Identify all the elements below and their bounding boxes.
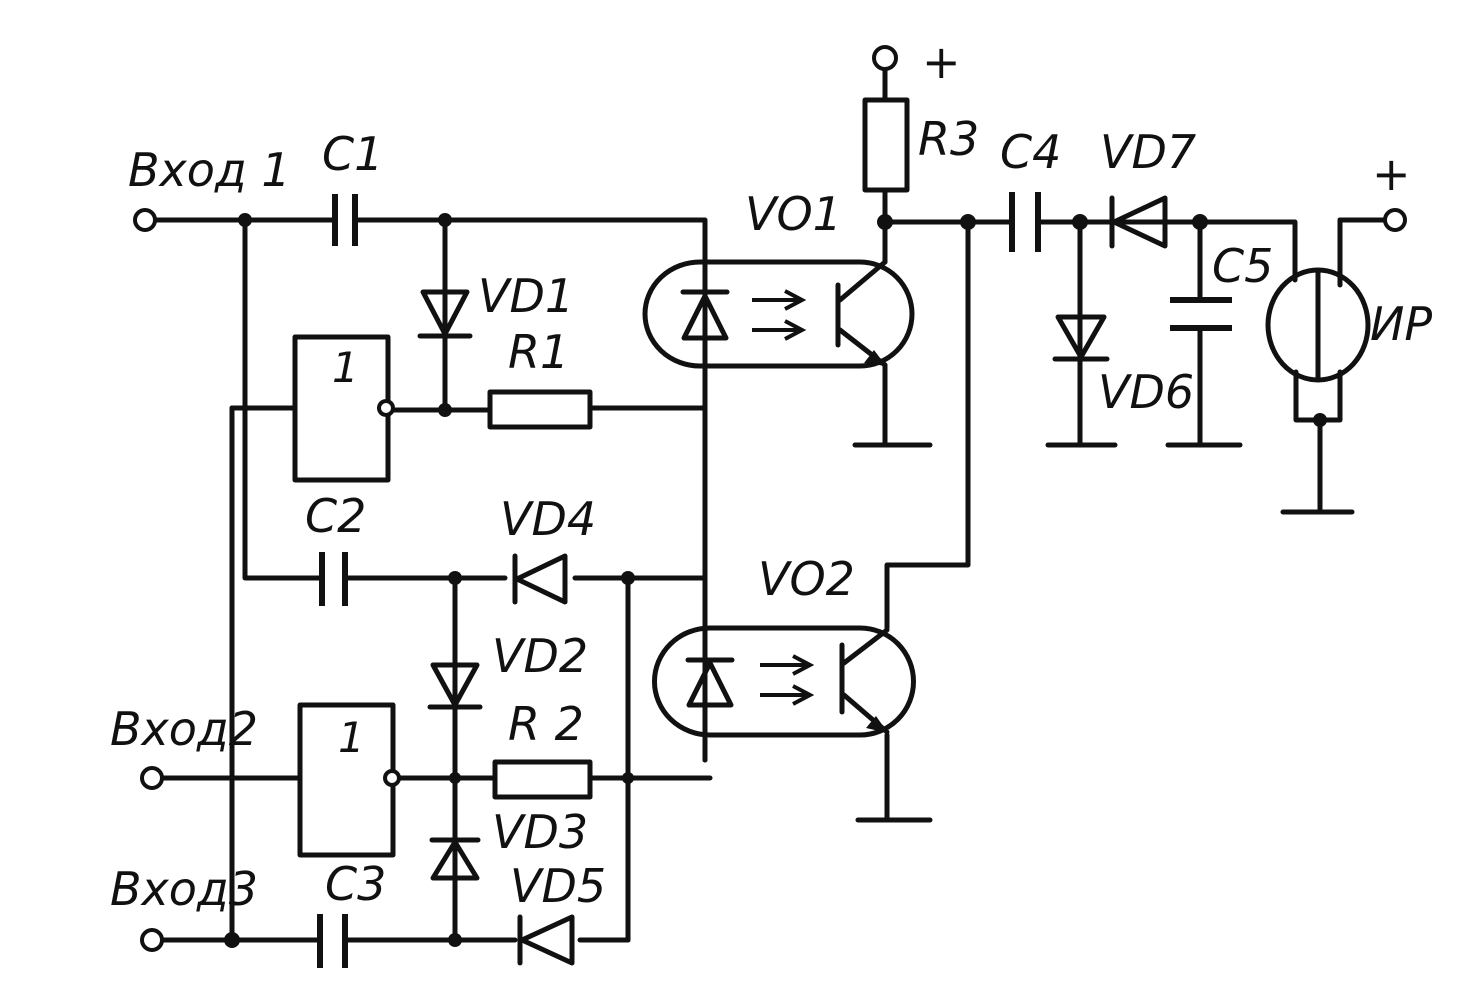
label-vd2: VD2: [492, 629, 588, 683]
label-gate2: 1: [338, 713, 365, 762]
label-r2: R 2: [508, 697, 584, 751]
resistor-r1: [487, 389, 593, 430]
label-c3: C3: [325, 857, 386, 911]
label-ip: ИР: [1370, 297, 1432, 351]
diode-vd7: [1109, 195, 1168, 249]
label-r3: R3: [918, 112, 979, 166]
label-vo1: VO1: [745, 187, 842, 241]
capacitor-c3: [317, 914, 348, 968]
label-vd7: VD7: [1100, 125, 1196, 179]
diode-vd1: [417, 289, 473, 339]
diode-vd5: [517, 914, 575, 966]
input3-terminal: [140, 928, 164, 952]
capacitor-c1: [332, 194, 358, 246]
plus-right-terminal: [1383, 208, 1407, 232]
resistor-r2: [492, 759, 593, 800]
plus-top-terminal: [872, 45, 898, 71]
resistor-r3: [862, 97, 910, 193]
label-vo2: VO2: [758, 552, 855, 606]
inverter-gate-2: [297, 702, 401, 858]
label-input1: Вход 1: [128, 143, 291, 197]
optocoupler-vo2: [652, 625, 916, 738]
input2-terminal: [140, 766, 164, 790]
inverter-gate-1: [292, 334, 395, 483]
label-c1: C1: [322, 127, 383, 181]
junctions: [224, 213, 1327, 948]
label-c2: C2: [305, 489, 366, 543]
capacitor-c4: [1009, 192, 1041, 252]
label-c5: C5: [1212, 239, 1273, 293]
diode-vd4: [512, 553, 568, 605]
input1-terminal: [133, 208, 157, 232]
diode-vd6: [1052, 314, 1110, 362]
wires: [152, 67, 1393, 943]
diode-vd3: [429, 837, 481, 881]
label-vd1: VD1: [478, 269, 574, 323]
capacitor-c2: [319, 552, 348, 606]
optocoupler-vo1: [642, 259, 915, 369]
label-input2: Вход2: [110, 702, 258, 756]
indicator-ip: [1265, 267, 1371, 383]
diode-vd2: [427, 662, 483, 710]
capacitor-c5: [1170, 297, 1232, 331]
label-vd6: VD6: [1098, 365, 1194, 419]
label-vd4: VD4: [500, 492, 596, 546]
label-plus-right: +: [1372, 147, 1411, 201]
label-c4: C4: [1000, 125, 1061, 179]
label-plus-top: +: [922, 35, 961, 89]
label-gate1: 1: [332, 343, 359, 392]
label-input3: Вход3: [110, 862, 258, 916]
labels: Вход 1 Вход2 Вход3 + + C1 C2 C3 C4 C5 R1…: [110, 35, 1432, 916]
label-r1: R1: [508, 325, 569, 379]
label-vd3: VD3: [492, 805, 588, 859]
label-vd5: VD5: [510, 859, 606, 913]
